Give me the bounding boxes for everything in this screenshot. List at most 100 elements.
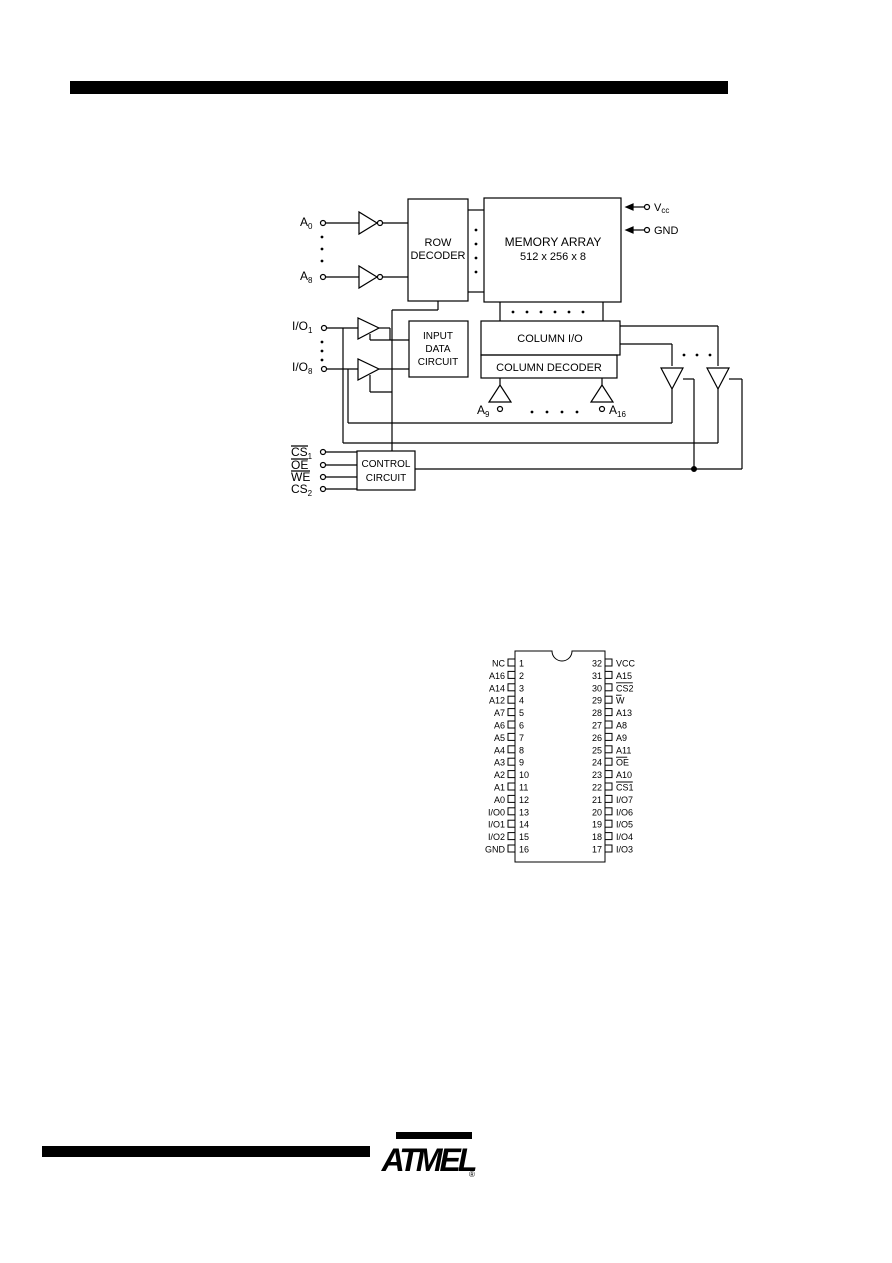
pin-name-right: I/O3 xyxy=(616,845,633,855)
io1-label: I/O1 xyxy=(292,319,313,335)
pin-number-left: 10 xyxy=(519,770,529,780)
cs2-label: CS2 xyxy=(291,482,313,498)
pin-name-left: A14 xyxy=(489,683,505,693)
pin-box-left xyxy=(507,819,516,828)
pin-number-right: 31 xyxy=(592,671,602,681)
a0-label: A0 xyxy=(300,215,313,231)
pin-box-left xyxy=(507,757,516,766)
pin-name-right: W xyxy=(616,696,625,706)
pin-name-left: I/O0 xyxy=(488,807,505,817)
pin-box-right xyxy=(604,695,613,704)
output-buffer-io8 xyxy=(706,367,730,391)
pin-box-left xyxy=(507,770,516,779)
memory-array-size: 512 x 256 x 8 xyxy=(520,251,586,263)
address-buffer-a9 xyxy=(487,378,513,413)
pin-number-right: 19 xyxy=(592,820,602,830)
pin-name-left: A0 xyxy=(494,795,505,805)
pin-number-left: 2 xyxy=(519,671,524,681)
io8-input-buffer xyxy=(320,358,673,424)
pin-number-right: 29 xyxy=(592,696,602,706)
input-data-label-2: DATA xyxy=(425,344,451,355)
a16-label: A16 xyxy=(609,403,626,419)
pin-box-right xyxy=(604,683,613,692)
pin-number-left: 4 xyxy=(519,696,524,706)
oe-label: OE xyxy=(291,458,308,472)
column-bus-dots xyxy=(511,310,585,314)
pin-name-left: A6 xyxy=(494,721,505,731)
pin-box-left xyxy=(507,670,516,679)
pin-number-left: 13 xyxy=(519,807,529,817)
header-rule xyxy=(70,81,728,94)
pin-number-right: 28 xyxy=(592,708,602,718)
pin-name-left: NC xyxy=(492,659,505,669)
pin-box-left xyxy=(507,745,516,754)
pin-box-right xyxy=(604,745,613,754)
pin-name-left: A5 xyxy=(494,733,505,743)
pin-box-right xyxy=(604,844,613,853)
control-pin-lines xyxy=(319,448,742,493)
pin-name-right: A11 xyxy=(616,745,631,755)
pin-number-left: 9 xyxy=(519,758,524,768)
pin-number-right: 32 xyxy=(592,659,602,669)
gnd-label: GND xyxy=(654,225,679,237)
pin-box-left xyxy=(507,658,516,667)
pin-name-right: I/O4 xyxy=(616,832,633,842)
control-label-2: CIRCUIT xyxy=(366,473,407,484)
pin-box-left xyxy=(507,807,516,816)
pin-number-left: 1 xyxy=(519,659,524,669)
pin-number-left: 6 xyxy=(519,721,524,731)
pin-number-left: 11 xyxy=(519,783,528,793)
pin-number-right: 30 xyxy=(592,683,602,693)
package-outline xyxy=(514,650,606,863)
a8-label: A8 xyxy=(300,269,313,285)
logo-registered: ® xyxy=(469,1170,475,1179)
column-decoder-label: COLUMN DECODER xyxy=(496,362,602,374)
pin-name-right: CS2 xyxy=(616,683,634,693)
pin-box-right xyxy=(604,770,613,779)
pin-box-right xyxy=(604,757,613,766)
pin-name-right: OE xyxy=(616,758,629,768)
column-io-label: COLUMN I/O xyxy=(517,333,583,345)
pin-name-right: I/O5 xyxy=(616,820,633,830)
pin-box-right xyxy=(604,807,613,816)
pin-number-left: 8 xyxy=(519,745,524,755)
cs1-label: CS1 xyxy=(291,445,313,461)
memory-array-box xyxy=(483,197,622,303)
row-bus-dots xyxy=(474,228,478,274)
we-label: WE xyxy=(291,470,310,484)
pin-box-right xyxy=(604,794,613,803)
atmel-logo: ATMEL ® xyxy=(381,1132,479,1179)
pin-box-left xyxy=(507,844,516,853)
pin-box-left xyxy=(507,695,516,704)
pin-box-right xyxy=(604,832,613,841)
pin-box-left xyxy=(507,683,516,692)
pin-name-left: I/O2 xyxy=(488,832,505,842)
pin-name-left: A16 xyxy=(489,671,505,681)
pin-number-right: 18 xyxy=(592,832,602,842)
pin-name-right: A8 xyxy=(616,721,627,731)
address-buffer-a8 xyxy=(319,264,408,290)
pin-name-right: A10 xyxy=(616,770,632,780)
control-label-1: CONTROL xyxy=(362,459,411,470)
pin-number-right: 26 xyxy=(592,733,602,743)
pin-name-left: A7 xyxy=(494,708,505,718)
pin-number-right: 25 xyxy=(592,745,602,755)
pin-box-right xyxy=(604,732,613,741)
input-data-label-1: INPUT xyxy=(423,331,453,342)
pin-name-right: A9 xyxy=(616,733,627,743)
pin-name-right: CS1 xyxy=(616,783,634,793)
a9-label: A9 xyxy=(477,403,490,419)
pin-name-right: VCC xyxy=(616,659,636,669)
output-buffer-dots xyxy=(682,353,712,357)
address-buffer-a0 xyxy=(319,210,408,236)
pin-number-right: 17 xyxy=(592,845,602,855)
pin-name-left: A2 xyxy=(494,770,505,780)
pin-box-right xyxy=(604,819,613,828)
logo-top-bar xyxy=(396,1132,472,1139)
column-address-dots xyxy=(530,410,579,414)
pin-number-left: 12 xyxy=(519,795,529,805)
